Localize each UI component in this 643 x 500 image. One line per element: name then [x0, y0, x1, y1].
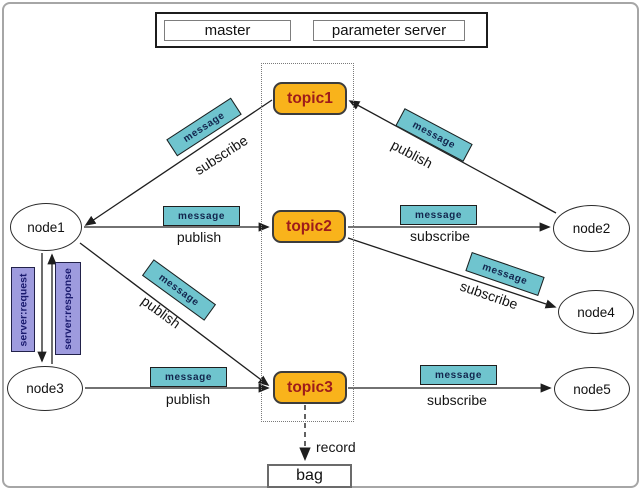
message-box-node3-topic3: message: [150, 367, 227, 387]
message-box-topic3-node5: message: [420, 365, 497, 385]
node-ellipse-node2: node2: [553, 205, 630, 252]
parameter-server-label: parameter server: [331, 22, 447, 39]
verb-publish-node3-topic3: publish: [165, 391, 211, 407]
edge-node2-topic1-line: [348, 100, 557, 214]
service-request-label: server:request: [17, 273, 29, 346]
verb-subscribe-topic2-node2: subscribe: [410, 228, 470, 244]
master-label: master: [204, 22, 251, 39]
topic-box-topic3: topic3: [273, 371, 347, 404]
edge-node1-topic3-line: [79, 242, 270, 386]
node-ellipse-node5: node5: [554, 367, 630, 411]
service-response-label: server:response: [62, 267, 74, 350]
edge-topic1-node1-line: [84, 99, 273, 226]
edge-topic2-node4-line: [347, 237, 557, 309]
parameter-server-box: parameter server: [313, 20, 465, 41]
header-box: master parameter server: [155, 12, 488, 48]
master-box: master: [164, 20, 291, 41]
bag-box: bag: [267, 464, 352, 488]
topic-box-topic2: topic2: [272, 210, 346, 243]
message-box-node1-topic2: message: [163, 206, 240, 226]
topics-dotted-container: [261, 63, 354, 422]
node-ellipse-node3: node3: [7, 366, 83, 411]
node-ellipse-node4: node4: [558, 290, 634, 334]
service-response-label-box: server:response: [55, 262, 81, 355]
service-request-label-box: server:request: [11, 267, 35, 352]
verb-record-topic3-bag: record: [316, 439, 356, 455]
topic-box-topic1: topic1: [273, 82, 347, 115]
verb-publish-node1-topic2: publish: [176, 229, 222, 245]
verb-subscribe-topic3-node5: subscribe: [427, 392, 487, 408]
message-box-topic2-node2: message: [400, 205, 477, 225]
node-ellipse-node1: node1: [10, 203, 82, 251]
